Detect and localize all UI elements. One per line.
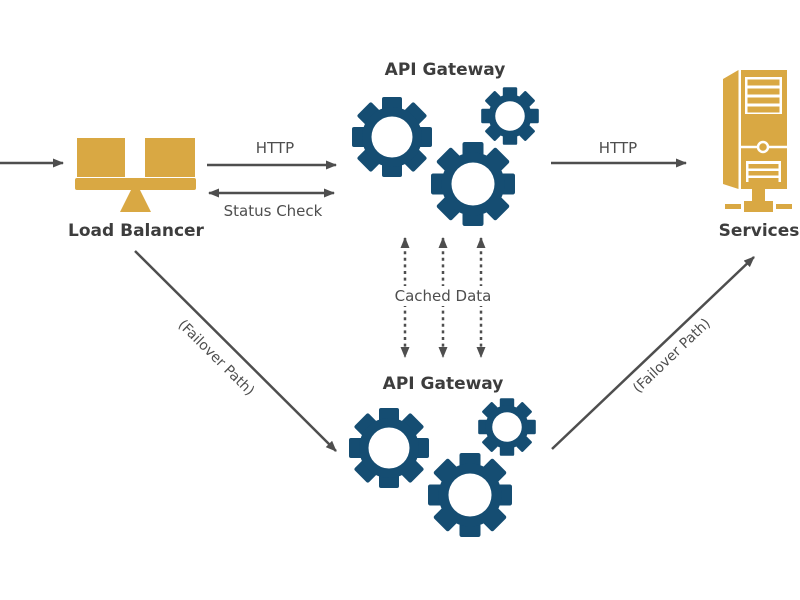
services-label: Services — [718, 221, 800, 241]
gears-icon — [352, 87, 539, 226]
cached-data-label: Cached Data — [343, 286, 543, 306]
gears-icon — [349, 398, 536, 537]
balance-scale-icon — [75, 138, 196, 212]
server-icon — [723, 70, 792, 212]
http-right-label: HTTP — [598, 139, 638, 157]
load-balancer-label: Load Balancer — [68, 221, 204, 241]
edge-failover-right — [551, 256, 755, 450]
edge-failover-left — [134, 250, 337, 452]
api-gateway-bottom-label: API Gateway — [382, 374, 504, 394]
api-gateway-top-label: API Gateway — [384, 60, 506, 80]
edges-layer — [0, 158, 755, 452]
http-left-label: HTTP — [255, 139, 295, 157]
status-check-label: Status Check — [223, 202, 323, 220]
